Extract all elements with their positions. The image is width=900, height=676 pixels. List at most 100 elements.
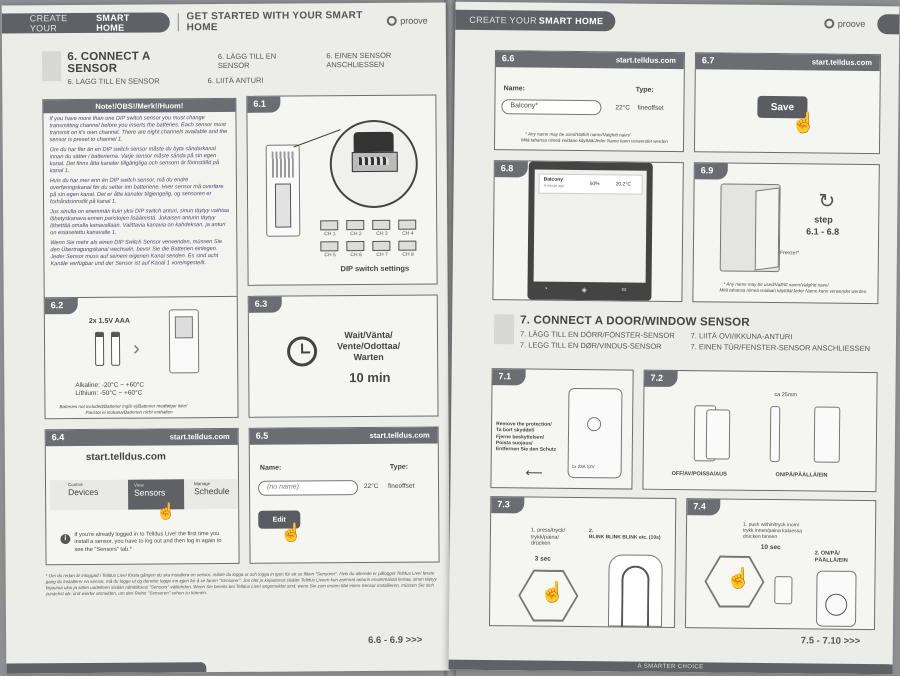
sensor-card: Balcony A minute ago 50% 20.2°C xyxy=(538,173,643,195)
temperature-value: 22°C xyxy=(364,482,379,491)
sensor-on-image xyxy=(813,406,841,463)
hand-pointer-icon: ☝ xyxy=(156,503,177,521)
lithium-temp-range: Lithium: -50°C ~ +60°C xyxy=(75,389,143,398)
panel-7-2: 7.2 ca 25mm OFF/AV/POISSA/AUS ON/PÅ/PÄÄL… xyxy=(642,369,878,493)
repeat-icon: ↻ xyxy=(818,190,836,213)
battery-spec: 1x 23A 12V xyxy=(571,463,595,470)
blink-instruction: 2. BLINK BLINK BLINK etc. (10s) xyxy=(588,528,661,541)
sensor-type-value: fineoffset xyxy=(637,104,664,112)
step-label: step xyxy=(814,214,833,225)
section-marker xyxy=(493,314,515,345)
wait-duration: 10 min xyxy=(349,369,391,386)
name-note: Mitä tahansa nimeä voidaan käyttää/Jeder… xyxy=(719,287,867,295)
note-paragraph: Wenn Sie mehr als einen DIP Switch Senso… xyxy=(50,238,222,267)
telldus-url: start.telldus.com xyxy=(85,451,166,463)
door-sensor-image xyxy=(774,576,793,605)
header-divider xyxy=(177,13,179,32)
plug-receiver-image xyxy=(815,570,857,627)
remove-protection-text: Remove the protection/ Ta bort skyddet/ … xyxy=(495,421,557,453)
section-marker xyxy=(41,51,62,82)
note-paragraph: Jos sinulla on enemmän kuin yksi DIP swi… xyxy=(50,207,230,236)
dip-switch-ch3 xyxy=(372,219,391,230)
hand-pointer-icon: ☝ xyxy=(540,581,566,604)
panel-6-8: 6.8 Balcony A minute ago 50% 20.2°C ◔ ◈ … xyxy=(492,160,684,303)
push-duration: 10 sec xyxy=(760,543,781,552)
login-info-text: If you're already logged in to Telldus L… xyxy=(74,531,222,553)
gap-distance: ca 25mm xyxy=(774,392,798,399)
magnet-on-image xyxy=(769,406,781,463)
arrow-left-icon: ⟵ xyxy=(525,465,543,480)
note-box: Note!/OBS!/Merk!/Huom! If you have more … xyxy=(42,97,238,304)
battery-icon xyxy=(110,331,121,366)
header-tab xyxy=(877,14,900,35)
on-instruction: 2. ON/PÅ/ PÄÄLLÄ/EIN xyxy=(814,550,848,564)
dip-switch-ch7 xyxy=(372,240,391,251)
panel-6-9: 6.9 Freezer* ↻ step 6.1 - 6.8 * Any name… xyxy=(692,162,880,305)
next-steps-link: 7.5 - 7.10 >>> xyxy=(800,635,861,647)
press-duration: 3 sec xyxy=(534,555,551,563)
left-page: CREATE YOUR SMART HOME GET STARTED WITH … xyxy=(1,2,451,674)
section-6-title: 6. CONNECT A SENSOR xyxy=(67,50,151,76)
hand-pointer-icon: ☝ xyxy=(726,567,752,590)
footnotes: * Om du redan är inloggad i Telldus Live… xyxy=(45,570,437,597)
sensor-device-image xyxy=(265,144,301,237)
off-label: OFF/AV/POISSA/AUS xyxy=(671,470,727,478)
hand-pointer-icon: ☝ xyxy=(280,522,303,543)
note-paragraph: If you have more than one DIP switch sen… xyxy=(49,115,228,144)
proove-logo: proove xyxy=(824,18,878,30)
left-header: CREATE YOUR SMART HOME GET STARTED WITH … xyxy=(1,10,440,34)
devices-icon: ◈ xyxy=(581,287,587,295)
battery-note: Paristot ei mukana/Batterien nicht entha… xyxy=(85,409,173,415)
type-label: Type: xyxy=(389,463,409,471)
note-paragraph: Hvis du har mer enn én DIP switch sensor… xyxy=(49,177,224,206)
sensor-name-field[interactable]: (no name) xyxy=(257,480,359,496)
bottom-bar: A SMARTER CHOICE xyxy=(448,659,893,675)
tab-devices[interactable]: Control Devices xyxy=(68,482,99,498)
hand-pointer-icon: ☝ xyxy=(791,112,817,135)
push-instruction: 1. push within/tryck inom/ trykk innen/p… xyxy=(742,521,802,541)
dip-switch-ch4 xyxy=(398,219,417,230)
press-instruction: 1. press/tryck/ trykk/paina/ drücken xyxy=(530,527,566,547)
magnet-off-image xyxy=(705,409,731,460)
header-title: GET STARTED WITH YOUR SMART HOME xyxy=(186,10,363,34)
wifi-icon: ◔ xyxy=(543,285,548,293)
section-6-heading: 6. CONNECT A SENSOR 6. LÄGG TILL EN SENS… xyxy=(41,48,446,86)
type-label: Type: xyxy=(635,86,654,94)
battery-spec: 2x 1.5V AAA xyxy=(88,317,130,325)
step-range: 6.1 - 6.8 xyxy=(806,226,840,237)
dip-switch-ch6 xyxy=(346,241,365,252)
name-note: Mitä tahansa nimeä voidaan käyttää/Jeder… xyxy=(521,137,668,144)
right-header: CREATE YOUR SMART HOME proove xyxy=(455,9,900,35)
proove-logo-icon xyxy=(387,15,398,26)
sensor-name-field[interactable]: Balcony* xyxy=(501,99,602,116)
brand-pill: CREATE YOUR SMART HOME xyxy=(1,12,170,34)
panel-7-4: 7.4 1. push within/tryck inom/ trykk inn… xyxy=(684,498,877,631)
dip-switch-ch8 xyxy=(398,240,417,251)
proove-logo: proove xyxy=(387,15,440,26)
dip-switch-caption: DIP switch settings xyxy=(340,263,410,274)
phone-image: Balcony A minute ago 50% 20.2°C ◔ ◈ ∞ xyxy=(527,161,653,301)
panel-6-1: 6.1 CH 1 CH 2 CH 3 CH 4 CH 5 CH 6 CH 7 C… xyxy=(246,94,438,286)
section-7-heading: 7. CONNECT A DOOR/WINDOW SENSOR 7. LÄGG … xyxy=(493,314,870,353)
hub-device-image xyxy=(607,554,663,628)
link-icon: ∞ xyxy=(621,286,627,294)
on-label: ON/PÅ/PÄÄLLÄ/EIN xyxy=(775,472,828,479)
app-screen: Balcony A minute ago 50% 20.2°C xyxy=(533,169,647,283)
battery-note: Batteries not included/Batterier ingår e… xyxy=(59,403,188,410)
info-icon: i xyxy=(60,534,71,545)
freezer-label: Freezer* xyxy=(779,250,800,257)
arrow-icon: › xyxy=(132,337,140,360)
freezer-image xyxy=(719,183,781,273)
battery-icon xyxy=(94,331,105,366)
name-label: Name: xyxy=(259,464,282,472)
name-label: Name: xyxy=(503,85,526,93)
bottom-bar xyxy=(6,662,207,674)
panel-7-3: 7.3 1. press/tryck/ trykk/paina/ drücken… xyxy=(488,496,677,629)
section-7-title: 7. CONNECT A DOOR/WINDOW SENSOR xyxy=(520,314,750,329)
tab-schedule[interactable]: Manage Schedule xyxy=(193,481,230,497)
clock-icon xyxy=(286,336,318,367)
